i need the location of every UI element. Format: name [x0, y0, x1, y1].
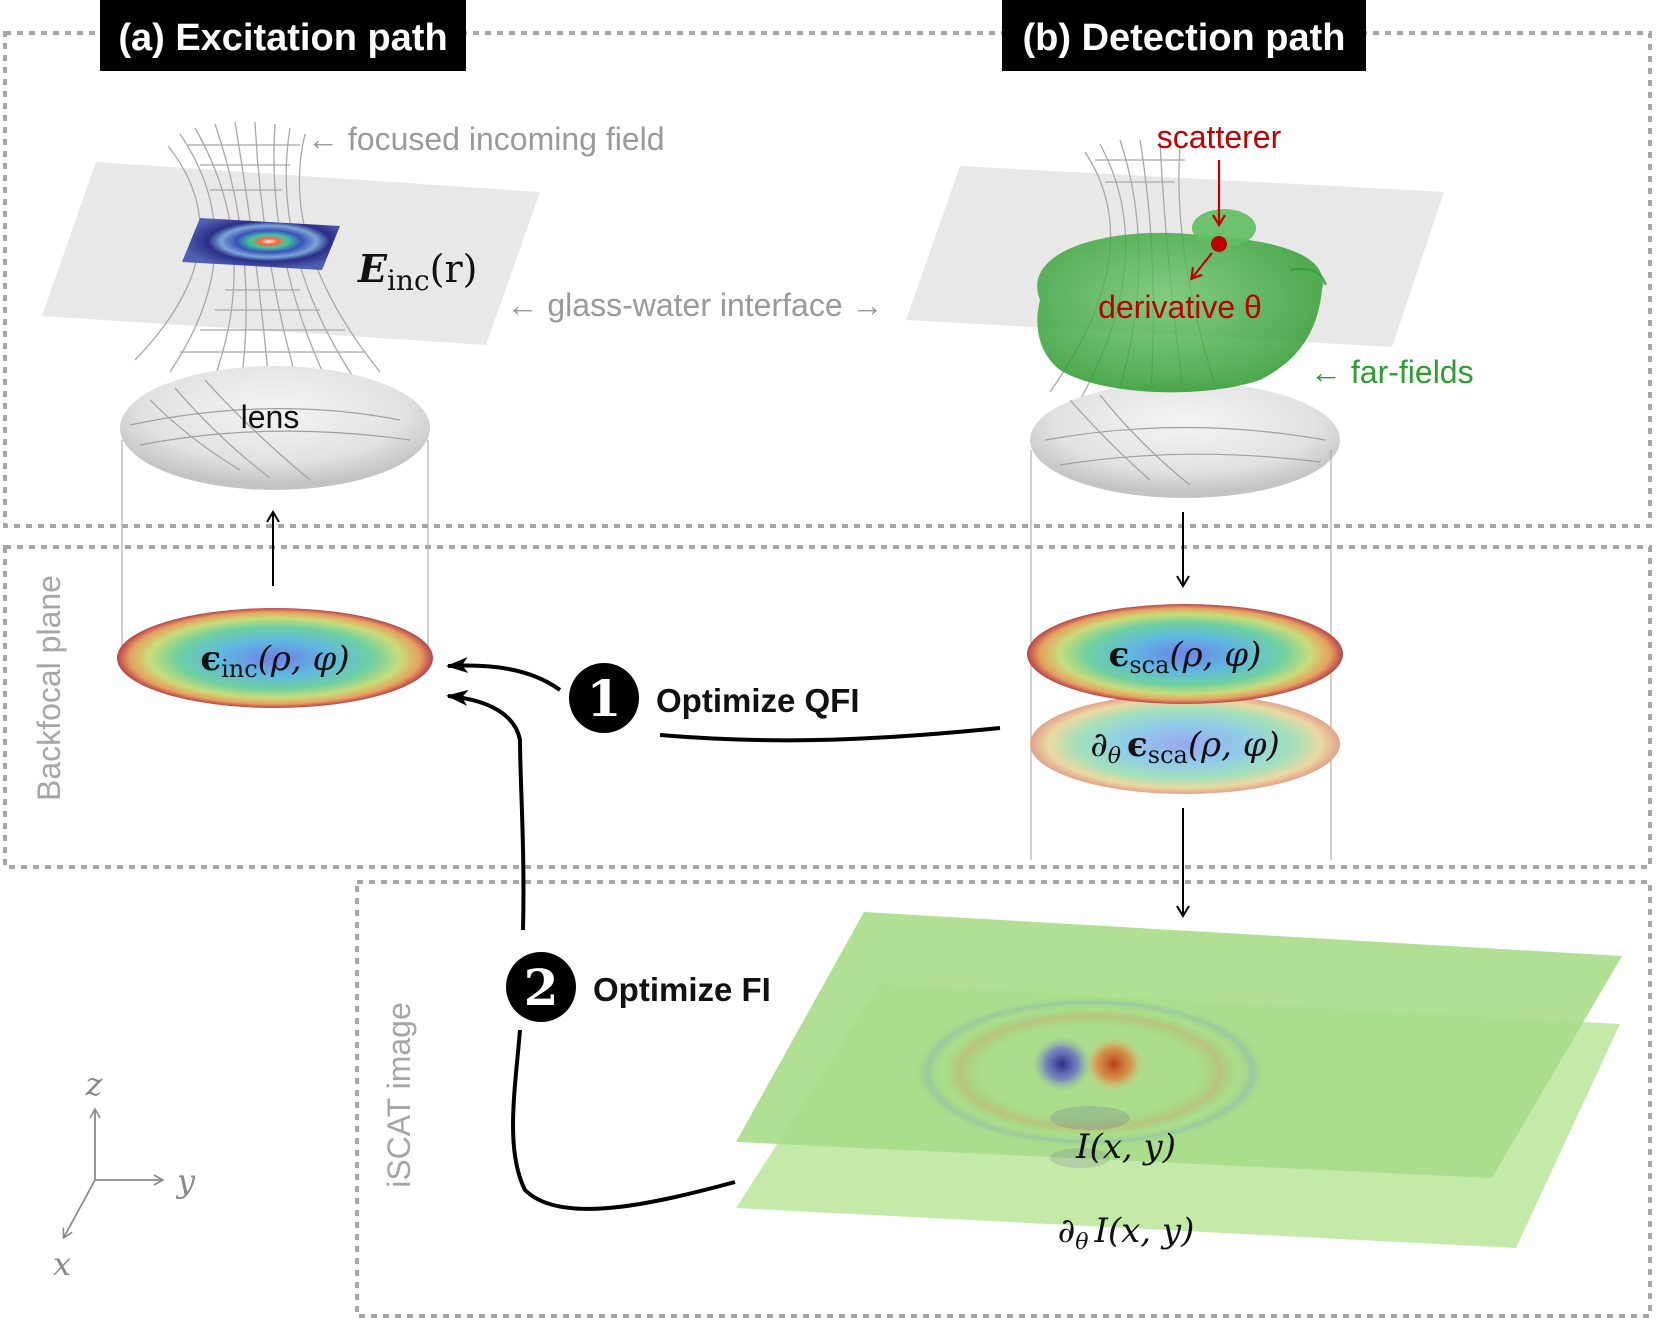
fi-feedback-arrow [446, 689, 526, 931]
iscat-planes [736, 912, 1622, 1248]
eps-sca-symbol: ϵ [1109, 635, 1130, 675]
scatterer-label: scatterer [1157, 119, 1282, 155]
scatterer-lobe [1192, 209, 1256, 247]
fi-feedback-curve-lower [511, 1029, 736, 1211]
step2-number: 2 [524, 958, 559, 1017]
coordinate-axes [62, 1107, 165, 1240]
step2-label: Optimize FI [593, 971, 771, 1008]
excitation-lens: lens [120, 366, 430, 490]
derivative-arrow [1190, 252, 1213, 281]
deps-theta: θ [1108, 744, 1121, 769]
backfocal-section-box [3, 545, 1652, 869]
eps-sca-argument: (ρ, φ) [1169, 635, 1261, 675]
deps-symbol: ϵ [1127, 725, 1148, 765]
y-axis-label: y [175, 1162, 196, 1200]
iscat-image-label: iSCAT image [381, 1002, 417, 1188]
deps-partial: ∂ [1090, 725, 1108, 765]
dI-partial: ∂ [1058, 1211, 1076, 1251]
excitation-title: (a) Excitation path [100, 0, 466, 71]
bright-lobe [1084, 1036, 1144, 1092]
focused-field-annotation: ← focused incoming field [307, 121, 665, 157]
detection-lens [1030, 382, 1340, 498]
eps-sca-subscript: sca [1129, 651, 1169, 679]
dI-label: I(x, y) [1093, 1211, 1194, 1251]
excitation-title-text: (a) Excitation path [118, 17, 447, 59]
step1-badge: 1 [569, 663, 639, 733]
section-boxes [3, 31, 1652, 1318]
step1-number: 1 [587, 669, 622, 728]
qfi-feedback-arrow [446, 657, 562, 692]
backfocal-plane-label: Backfocal plane [31, 575, 67, 801]
deps-argument: (ρ, φ) [1188, 725, 1280, 765]
eps-inc-label: ϵinc(ρ, φ) [200, 639, 349, 683]
derivative-label: derivative θ [1098, 289, 1262, 325]
z-axis-label: z [85, 1065, 104, 1103]
eps-inc-argument: (ρ, φ) [258, 639, 350, 679]
eps-sca-label: ϵsca(ρ, φ) [1109, 635, 1262, 679]
E-inc-label: Einc(r) [357, 246, 477, 297]
incident-field-psf-image [182, 218, 340, 270]
eps-inc-disk: ϵinc(ρ, φ) [117, 608, 433, 708]
lens-label: lens [241, 399, 300, 435]
E-inc-argument: (r) [430, 247, 478, 291]
step1-label: Optimize QFI [656, 682, 860, 719]
far-field-blob [1037, 209, 1327, 393]
x-axis-label: x [53, 1245, 71, 1283]
E-inc-symbol: E [357, 246, 388, 291]
step2-badge: 2 [506, 952, 576, 1022]
dark-lobe [1032, 1036, 1092, 1092]
detection-title: (b) Detection path [1002, 0, 1366, 71]
detection-title-text: (b) Detection path [1023, 17, 1346, 59]
interface-annotation: ← glass-water interface → [506, 287, 883, 323]
I-label: I(x, y) [1075, 1127, 1176, 1167]
deps-subscript: sca [1148, 741, 1188, 769]
eps-inc-subscript: inc [221, 655, 258, 683]
far-fields-label: ← far-fields [1310, 354, 1474, 390]
excitation-guide-lines [121, 440, 429, 660]
eps-inc-symbol: ϵ [200, 639, 221, 679]
scatterer-dot [1211, 236, 1227, 252]
eps-sca-disk: ϵsca(ρ, φ) [1027, 604, 1343, 704]
dI-theta: θ [1075, 1230, 1088, 1255]
E-inc-subscript: inc [387, 264, 430, 297]
qfi-feedback-curve [659, 726, 1001, 743]
